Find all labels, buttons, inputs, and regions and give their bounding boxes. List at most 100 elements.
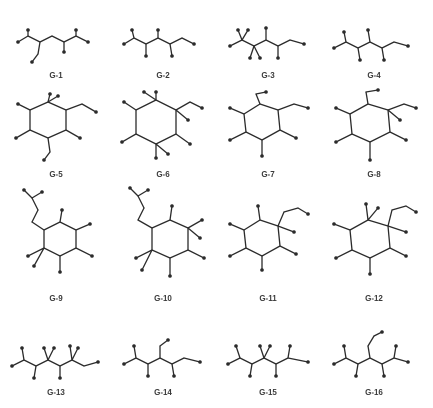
bond-g4-3 xyxy=(369,41,383,49)
atom-g8-4 xyxy=(334,140,338,144)
bond-g7-13 xyxy=(229,107,245,115)
atom-g1-2 xyxy=(26,28,30,32)
molecule-g1 xyxy=(16,28,90,64)
atom-g15-4 xyxy=(258,344,262,348)
bond-g10-5 xyxy=(169,219,189,229)
atom-g4-5 xyxy=(358,58,362,62)
bond-g1-3 xyxy=(51,35,65,43)
molecule-g5 xyxy=(14,92,98,162)
atom-g9-4 xyxy=(58,270,62,274)
atom-g13-1 xyxy=(96,360,100,364)
atom-g9-2 xyxy=(88,222,92,226)
bond-g13-0 xyxy=(11,359,25,367)
bond-g7-0 xyxy=(243,103,261,115)
atom-g1-1 xyxy=(86,40,90,44)
bond-g15-7 xyxy=(249,363,253,377)
atom-g5-0 xyxy=(94,110,98,114)
atom-g8-3 xyxy=(368,158,372,162)
bond-g10-4 xyxy=(151,219,171,229)
atom-g8-1 xyxy=(414,106,418,110)
bond-g11-14 xyxy=(277,225,295,233)
bond-g12-10 xyxy=(333,223,351,231)
bond-g12-9 xyxy=(365,203,369,221)
molecule-g12 xyxy=(332,202,418,276)
atom-g2-4 xyxy=(170,54,174,58)
atom-g2-0 xyxy=(122,42,126,46)
bond-g13-9 xyxy=(43,347,49,361)
caption-g8: G-8 xyxy=(367,170,381,179)
bond-g5-7 xyxy=(81,103,97,113)
bond-g15-1 xyxy=(239,357,253,365)
bond-g4-2 xyxy=(357,41,371,49)
bond-g6-14 xyxy=(143,91,157,101)
bond-g13-10 xyxy=(47,347,55,361)
atom-g14-0 xyxy=(122,362,126,366)
bond-g7-8 xyxy=(277,103,295,111)
bond-g15-11 xyxy=(287,345,291,359)
atom-g11-2 xyxy=(228,222,232,226)
bond-g14-0 xyxy=(123,357,137,365)
atom-g2-5 xyxy=(130,28,134,32)
molecule-g10 xyxy=(128,186,206,278)
caption-g11: G-11 xyxy=(259,294,277,303)
atom-g13-0 xyxy=(10,364,14,368)
atom-g11-1 xyxy=(256,204,260,208)
atom-g13-8 xyxy=(76,346,80,350)
bond-g11-9 xyxy=(257,205,261,221)
molecule-g9 xyxy=(22,188,94,274)
atom-g12-7 xyxy=(376,206,380,210)
atom-g13-7 xyxy=(68,344,72,348)
bond-g14-4 xyxy=(171,357,185,365)
atom-g3-2 xyxy=(236,28,240,32)
atom-g12-4 xyxy=(368,272,372,276)
molecule-g13 xyxy=(10,344,100,380)
atom-g14-4 xyxy=(172,374,176,378)
bond-g10-8 xyxy=(151,249,171,259)
bond-g11-13 xyxy=(279,245,297,255)
bond-g9-15 xyxy=(33,247,45,267)
bond-g3-3 xyxy=(265,39,279,47)
bond-g6-12 xyxy=(175,133,191,145)
bond-g9-2 xyxy=(31,221,45,231)
bond-g7-10 xyxy=(279,129,297,139)
bond-g10-15 xyxy=(141,249,153,271)
atom-g8-2 xyxy=(404,138,408,142)
atom-g6-0 xyxy=(200,106,204,110)
bond-g12-0 xyxy=(349,219,369,231)
bond-g7-1 xyxy=(259,103,279,111)
molecule-g11 xyxy=(228,204,310,272)
bond-g15-5 xyxy=(287,357,309,363)
bond-g9-0 xyxy=(31,197,39,211)
atom-g3-4 xyxy=(248,56,252,60)
atom-g16-6 xyxy=(394,344,398,348)
atom-g10-3 xyxy=(202,256,206,260)
atom-g15-0 xyxy=(226,362,230,366)
caption-g12: G-12 xyxy=(365,294,383,303)
atom-g3-3 xyxy=(246,28,250,32)
bond-g11-5 xyxy=(243,229,247,249)
atom-g6-1 xyxy=(154,90,158,94)
molecule-g6 xyxy=(120,90,204,160)
bond-g7-2 xyxy=(277,109,281,131)
bond-g14-9 xyxy=(171,363,175,377)
bond-g12-5 xyxy=(349,229,353,251)
atom-g9-7 xyxy=(60,208,64,212)
atom-g7-0 xyxy=(264,90,268,94)
bond-g10-11 xyxy=(187,219,203,229)
bond-g4-5 xyxy=(393,41,409,47)
atom-g6-6 xyxy=(186,118,190,122)
atom-g14-1 xyxy=(198,360,202,364)
bond-g4-6 xyxy=(381,47,385,61)
atom-g12-5 xyxy=(404,254,408,258)
bond-g13-12 xyxy=(69,345,73,361)
atom-g7-4 xyxy=(228,138,232,142)
caption-g2: G-2 xyxy=(156,71,170,80)
molecule-g2 xyxy=(122,28,196,58)
atom-g6-5 xyxy=(188,142,192,146)
atom-g10-1 xyxy=(146,188,150,192)
bond-g16-0 xyxy=(333,357,347,365)
atom-g12-0 xyxy=(414,210,418,214)
bond-g6-3 xyxy=(155,133,177,145)
bond-g6-1 xyxy=(155,99,177,111)
atom-g5-4 xyxy=(42,158,46,162)
